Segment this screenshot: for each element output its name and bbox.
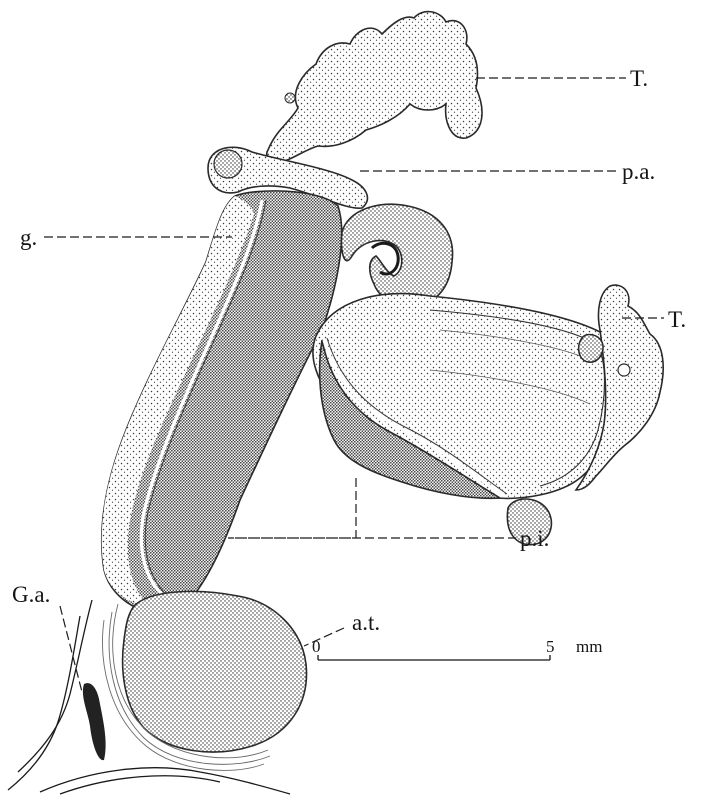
label-pars-anterior: p.a. bbox=[622, 159, 655, 184]
ganglion-strand-3 bbox=[40, 768, 290, 794]
label-g: g. bbox=[20, 225, 37, 250]
label-tentacle-upper: T. bbox=[630, 66, 648, 91]
leader-at bbox=[304, 628, 344, 646]
scale-bar: 0 5 mm bbox=[312, 637, 602, 660]
ganglion-strand-2 bbox=[8, 616, 80, 790]
scale-bar-end-label: 5 bbox=[546, 637, 555, 656]
scale-bar-unit: mm bbox=[576, 637, 602, 656]
tentacle-right-pore bbox=[618, 364, 630, 376]
tentacle-upper-shape bbox=[267, 12, 482, 162]
leader-ganglion bbox=[60, 606, 82, 692]
label-pars-intermedia: p.i. bbox=[520, 526, 549, 551]
ganglion-strand-4 bbox=[60, 776, 220, 794]
label-tentacle-right: T. bbox=[668, 307, 686, 332]
scale-bar-start-label: 0 bbox=[312, 637, 321, 656]
tentacle-right-tip bbox=[579, 335, 603, 363]
ganglion-dark-strip bbox=[83, 683, 106, 760]
at-body-shape bbox=[123, 591, 307, 752]
label-ganglion: G.a. bbox=[12, 582, 50, 607]
pars-anterior-knob bbox=[214, 150, 242, 178]
label-at: a.t. bbox=[352, 610, 380, 635]
tentacle-knob bbox=[285, 93, 295, 103]
